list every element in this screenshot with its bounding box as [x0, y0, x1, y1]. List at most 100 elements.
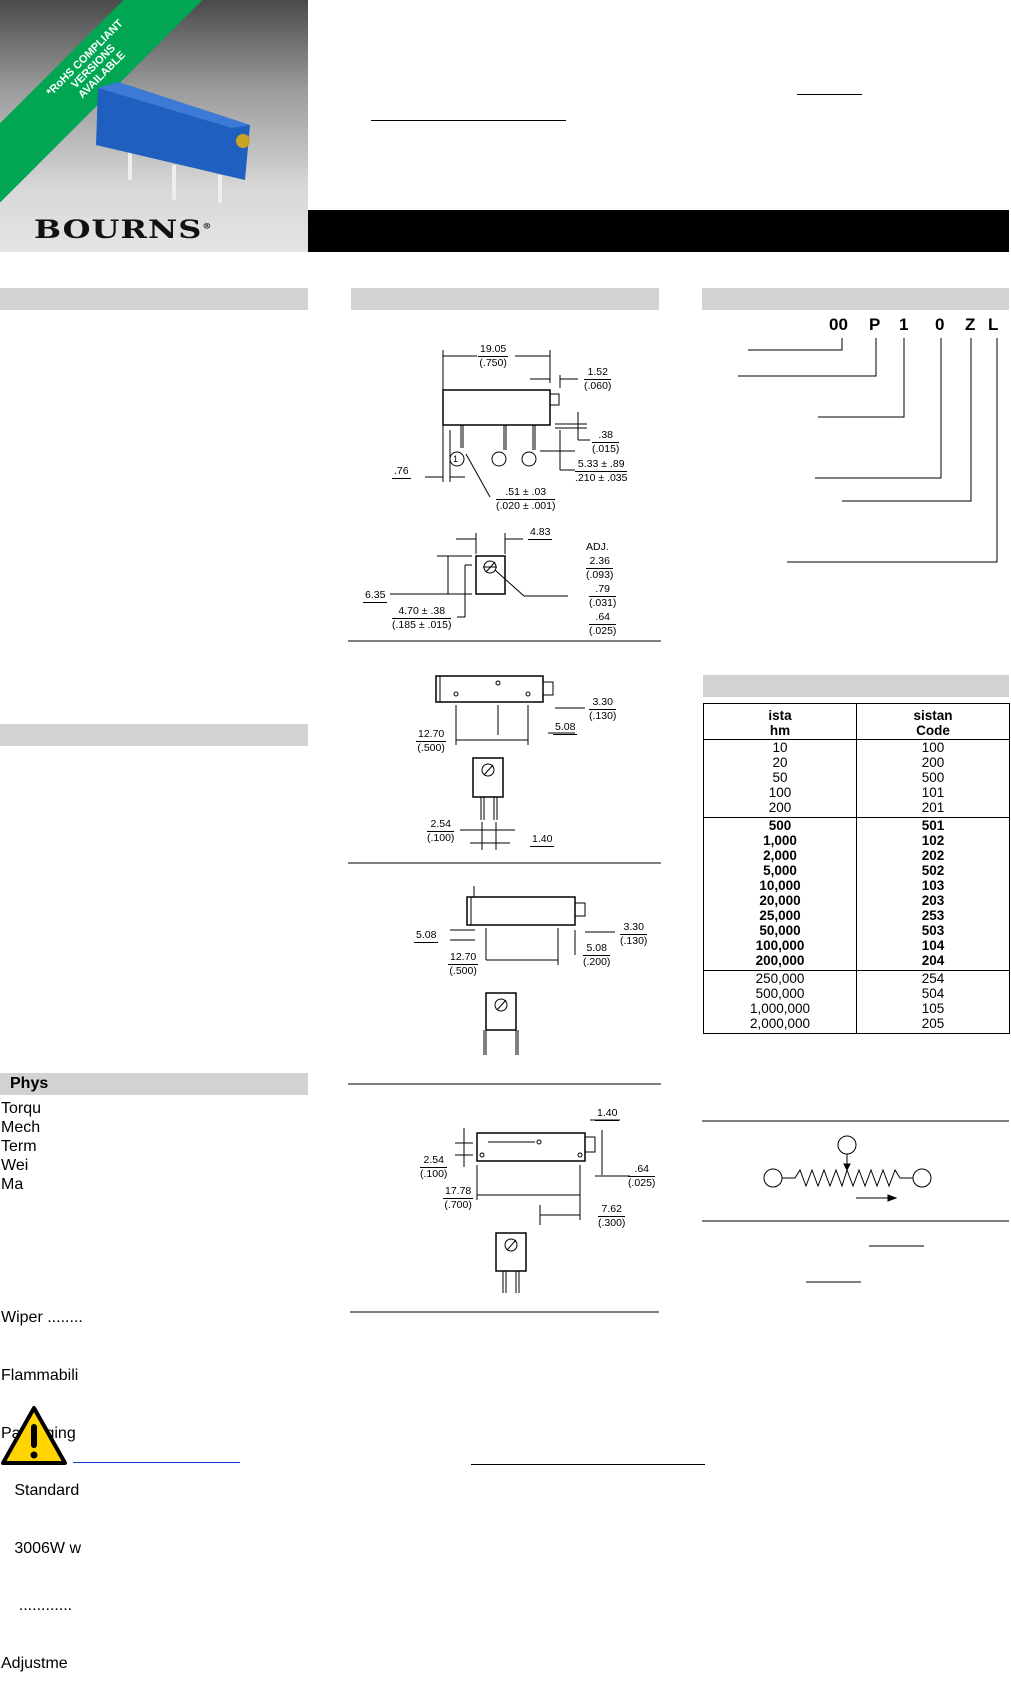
- resistance-code: 205: [856, 1016, 1010, 1034]
- spec-line: Wei: [1, 1157, 29, 1174]
- resistance-code: 201: [856, 800, 1010, 818]
- title-underline: [371, 120, 566, 121]
- spec-line: Torqu: [1, 1100, 42, 1117]
- dim-d5-c: .64(.025): [628, 1163, 656, 1189]
- dim-d5-a: 1.40: [595, 1107, 620, 1121]
- drawing-option-w: [455, 1119, 630, 1293]
- resistance-value: 2,000,000: [703, 1016, 857, 1034]
- dim-pin-position: 4.70 ± .38(.185 ± .015): [392, 605, 452, 631]
- resistance-value: 500: [703, 817, 857, 833]
- resistance-value: 50: [703, 770, 857, 785]
- drawing-standard-front: [425, 350, 590, 498]
- dim-edge: .76: [392, 465, 411, 479]
- dim-pin-length: 5.33 ± .89.210 ± .035: [575, 458, 628, 484]
- dim-pin-diameter: .51 ± .03(.020 ± .001): [496, 486, 556, 512]
- part-code-z: Z: [965, 315, 976, 334]
- resistance-code: 502: [856, 863, 1010, 878]
- dim-adj-3: .64(.025): [589, 611, 617, 637]
- resistance-value: 100: [703, 785, 857, 800]
- section-header-physical: Phys: [0, 1073, 308, 1095]
- resistance-value: 10,000: [703, 878, 857, 893]
- resistance-value: 1,000: [703, 833, 857, 848]
- resistance-value: 20: [703, 755, 857, 770]
- drawing-separators: [348, 640, 661, 1313]
- spec-line: Ma: [1, 1176, 24, 1193]
- resistance-code: 105: [856, 1001, 1010, 1016]
- dim-d3-a: 3.30(.130): [589, 696, 617, 722]
- dim-tab: 1.52(.060): [584, 366, 612, 392]
- bourns-logo: BOURNS®: [34, 214, 213, 245]
- resistance-code: 203: [856, 893, 1010, 908]
- drawing-option-x: [435, 675, 585, 850]
- title-bar: [308, 210, 1009, 252]
- resistance-value: 50,000: [703, 923, 857, 938]
- resistance-value: 100,000: [703, 938, 857, 953]
- dim-standoff: .38(.015): [592, 429, 620, 455]
- drawing-standard-side: [390, 533, 568, 618]
- resistance-value: 500,000: [703, 986, 857, 1001]
- resistance-value: 200: [703, 800, 857, 818]
- dimension-drawings: [348, 338, 1009, 1313]
- resistance-value: 5,000: [703, 863, 857, 878]
- dim-d5-d: 17.78(.700): [443, 1185, 474, 1211]
- circuit-schematic: [702, 1120, 1009, 1283]
- resistance-value: 10: [703, 739, 857, 755]
- adj-label: ADJ.: [586, 541, 609, 553]
- resistance-code: 254: [856, 970, 1010, 986]
- spec-line: ............: [1, 1597, 73, 1615]
- section-header-environmental: [0, 724, 308, 746]
- dim-d4-a: 3.30(.130): [620, 921, 648, 947]
- dim-d3-b: 5.08: [553, 721, 578, 735]
- resistance-code: 503: [856, 923, 1010, 938]
- dim-width: 19.05(.750): [478, 343, 509, 369]
- spec-line: Wiper ........: [1, 1309, 83, 1327]
- resistance-code: 500: [856, 770, 1010, 785]
- dim-d5-e: 7.62(.300): [598, 1203, 626, 1229]
- spec-line: 3006W w: [1, 1539, 82, 1557]
- part-code-00: 00: [829, 315, 848, 334]
- resistance-code: 101: [856, 785, 1010, 800]
- dim-d4-d: 5.08: [414, 929, 439, 943]
- spec-line: Flammabili: [1, 1367, 79, 1385]
- part-code-1: 1: [899, 315, 909, 334]
- dim-side-width: 4.83: [528, 526, 553, 540]
- resistance-value: 250,000: [703, 970, 857, 986]
- column-header-resistance: ista hm: [703, 703, 857, 740]
- warning-link[interactable]: [73, 1462, 240, 1463]
- section-header-resistance: [703, 675, 1009, 697]
- resistance-value: 1,000,000: [703, 1001, 857, 1016]
- dim-d3-d: 2.54(.100): [427, 818, 455, 844]
- dim-d4-c: 12.70(.500): [448, 951, 479, 977]
- title-underline: [797, 94, 862, 95]
- resistance-code: 103: [856, 878, 1010, 893]
- resistance-code: 501: [856, 817, 1010, 833]
- resistance-code: 204: [856, 953, 1010, 971]
- dim-height: 6.35: [363, 589, 388, 603]
- resistance-value: 2,000: [703, 848, 857, 863]
- resistance-code: 104: [856, 938, 1010, 953]
- column-header-code: sistan Code: [856, 703, 1010, 740]
- dim-d4-b: 5.08(.200): [583, 942, 611, 968]
- part-code-l: L: [988, 315, 999, 334]
- section-header-electrical: [0, 288, 308, 310]
- spec-line: Adjustme: [1, 1655, 68, 1673]
- resistance-code: 100: [856, 739, 1010, 755]
- physical-specs: Torqu Mech Term Wei Ma: [1, 1099, 41, 1194]
- product-hero-image: *RoHS COMPLIANT VERSIONS AVAILABLE BOURN…: [0, 0, 308, 252]
